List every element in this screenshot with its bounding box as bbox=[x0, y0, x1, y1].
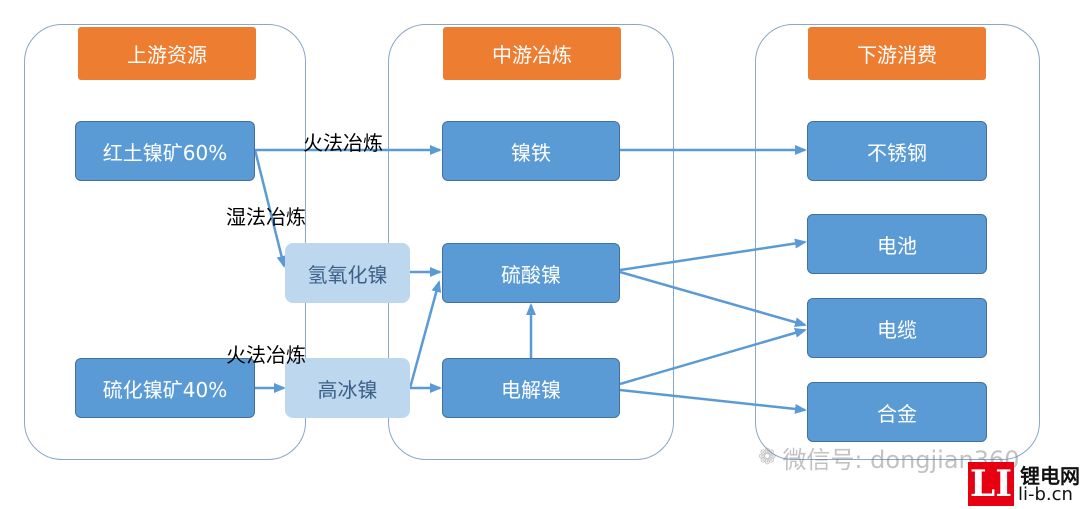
node-sulfide-ore: 硫化镍矿40% bbox=[75, 358, 255, 418]
node-nickel-sulfate: 硫酸镍 bbox=[442, 243, 620, 303]
arrow-laterite-to-hydroxide bbox=[253, 149, 287, 268]
arrow-electrolytic-to-cable bbox=[619, 328, 807, 386]
node-alloy: 合金 bbox=[807, 382, 987, 442]
logo-name: 锂电网 bbox=[1020, 464, 1080, 488]
midstream-column bbox=[388, 24, 674, 460]
upstream-column bbox=[24, 24, 306, 460]
node-nickel-hydroxide: 氢氧化镍 bbox=[285, 243, 410, 303]
node-high-matte: 高冰镍 bbox=[285, 358, 410, 418]
wechat-icon: ❁ bbox=[758, 445, 777, 470]
logo-url: li-b.cn bbox=[1018, 484, 1073, 505]
label-pyro-top: 火法冶炼 bbox=[303, 131, 383, 155]
downstream-column bbox=[755, 24, 1040, 460]
node-cable: 电缆 bbox=[807, 298, 987, 358]
midstream-header: 中游冶炼 bbox=[443, 27, 621, 80]
arrow-electrolytic-to-alloy bbox=[619, 388, 807, 414]
downstream-header: 下游消费 bbox=[808, 27, 986, 80]
label-hydro: 湿法冶炼 bbox=[226, 205, 306, 229]
arrow-sulfate-to-cable bbox=[619, 270, 807, 328]
logo-mark: LI bbox=[968, 462, 1014, 506]
node-stainless-steel: 不锈钢 bbox=[807, 121, 987, 181]
node-battery: 电池 bbox=[807, 214, 987, 274]
upstream-header: 上游资源 bbox=[78, 27, 256, 80]
node-laterite-ore: 红土镍矿60% bbox=[75, 121, 255, 181]
label-pyro-bottom: 火法冶炼 bbox=[226, 343, 306, 367]
arrow-matte-to-sulfate bbox=[408, 280, 442, 389]
node-electrolytic-nickel: 电解镍 bbox=[442, 358, 620, 418]
node-ferronickel: 镍铁 bbox=[442, 121, 620, 181]
arrow-sulfate-to-battery bbox=[619, 238, 807, 272]
